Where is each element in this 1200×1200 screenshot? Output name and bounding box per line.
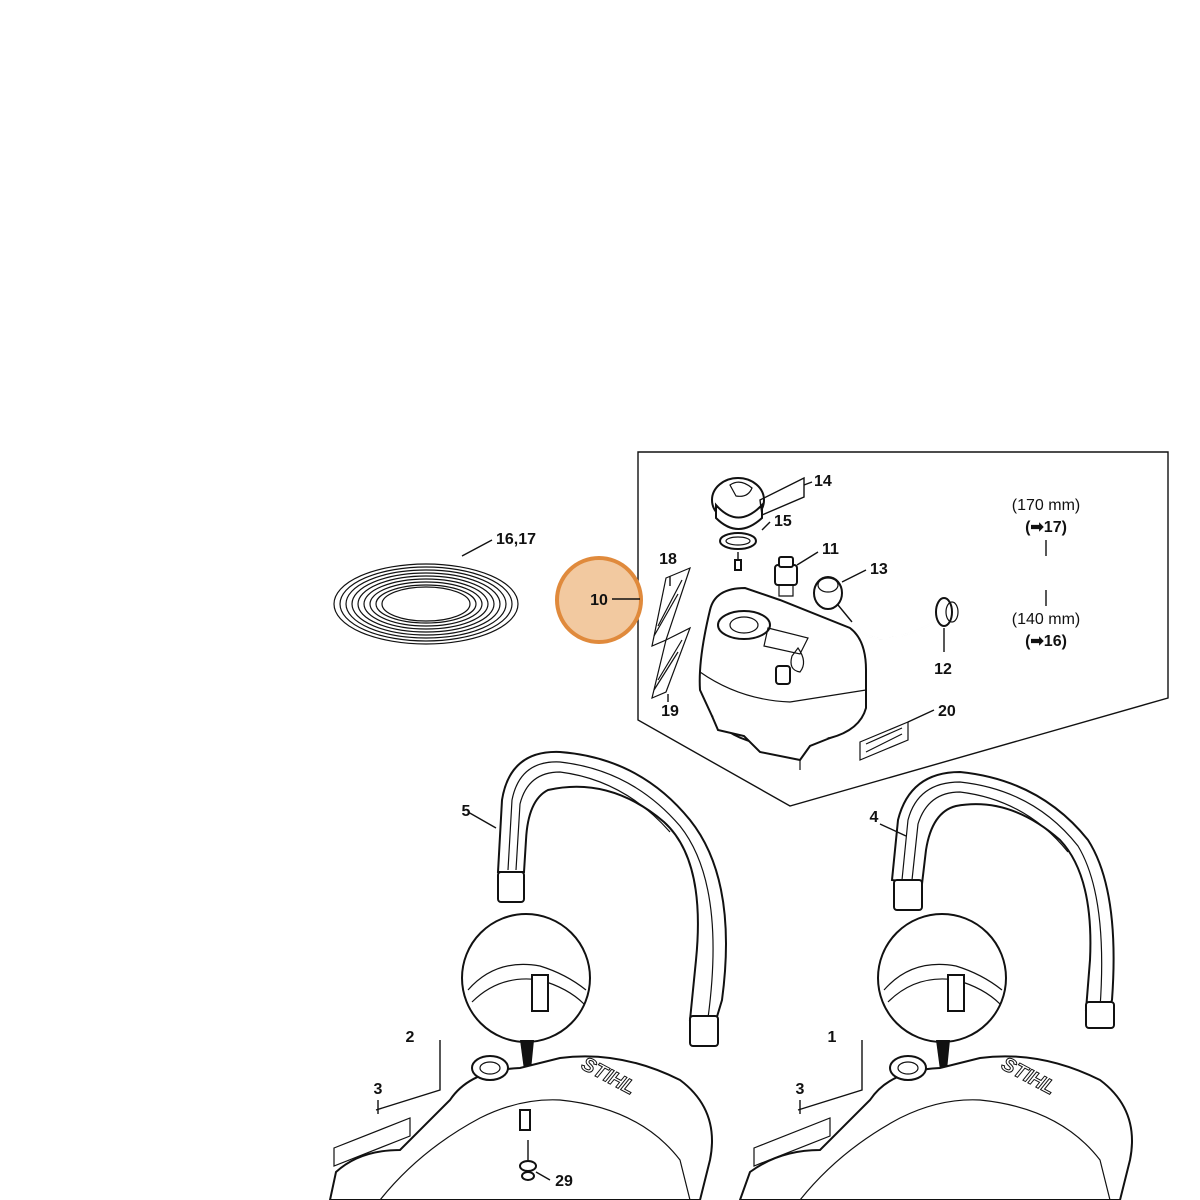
ref-17: (➡17) bbox=[1025, 519, 1067, 536]
housing-left[interactable]: STIHL bbox=[328, 1040, 713, 1200]
callout-3-left: 3 bbox=[374, 1081, 383, 1098]
fuel-hose[interactable] bbox=[851, 597, 959, 652]
callout-13: 13 bbox=[870, 561, 888, 578]
fuel-lines[interactable] bbox=[965, 517, 1148, 606]
handlebar-5[interactable] bbox=[467, 750, 727, 1047]
screw-29[interactable] bbox=[519, 1140, 551, 1181]
callout-29: 29 bbox=[555, 1173, 573, 1190]
callout-15: 15 bbox=[774, 513, 792, 530]
length-170mm: (170 mm) bbox=[1012, 497, 1080, 514]
decal-19[interactable] bbox=[651, 626, 692, 700]
fuel-tank[interactable] bbox=[698, 586, 867, 770]
callout-1: 1 bbox=[828, 1029, 837, 1046]
callout-19: 19 bbox=[661, 703, 679, 720]
vent-valve[interactable] bbox=[774, 556, 798, 597]
fuel-line-coil[interactable] bbox=[333, 539, 519, 645]
fuel-tank-inset bbox=[637, 451, 1169, 807]
o-ring[interactable] bbox=[719, 532, 757, 550]
callout-2: 2 bbox=[406, 1029, 415, 1046]
callout-12: 12 bbox=[934, 661, 952, 678]
handlebar-4[interactable] bbox=[879, 770, 1115, 1029]
detail-view-left bbox=[461, 913, 591, 1100]
callout-14: 14 bbox=[814, 473, 832, 490]
highlight-marker[interactable] bbox=[555, 556, 643, 644]
filler-cap[interactable] bbox=[711, 477, 765, 530]
decal-20[interactable] bbox=[859, 721, 909, 761]
callout-11: 11 bbox=[822, 541, 839, 558]
callout-4: 4 bbox=[870, 809, 879, 826]
fuel-pickup-body[interactable] bbox=[813, 576, 853, 623]
callout-5: 5 bbox=[462, 803, 471, 820]
length-140mm: (140 mm) bbox=[1012, 611, 1080, 628]
ref-16: (➡16) bbox=[1025, 633, 1067, 650]
callout-10: 10 bbox=[590, 592, 608, 609]
callout-18: 18 bbox=[659, 551, 677, 568]
callout-3-right: 3 bbox=[796, 1081, 805, 1098]
decal-18[interactable] bbox=[651, 566, 691, 648]
housing-right[interactable]: STIHL bbox=[738, 1040, 1133, 1200]
callout-16-17: 16,17 bbox=[496, 531, 536, 548]
callout-20: 20 bbox=[938, 703, 956, 720]
